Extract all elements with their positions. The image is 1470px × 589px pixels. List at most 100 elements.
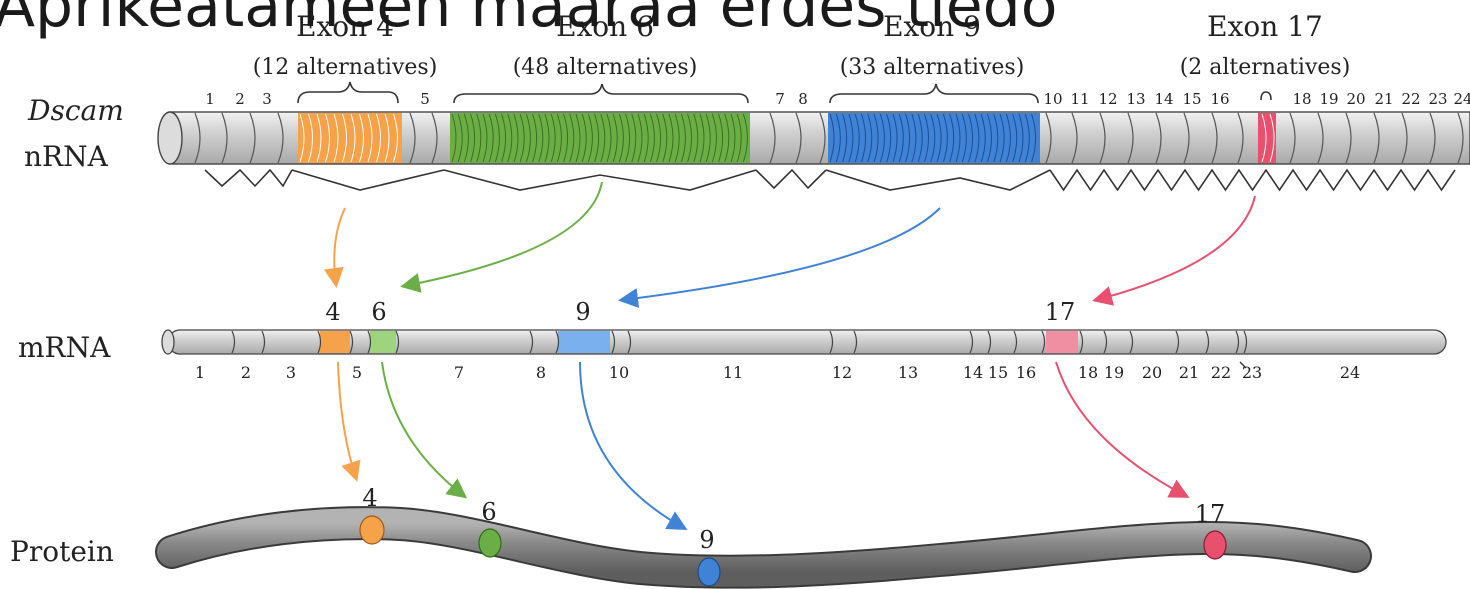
mrna-num-3: 3: [286, 363, 296, 382]
label-mrna: mRNA: [18, 331, 111, 364]
nrna-numbers: 1 2 3 5 7 8 10 11 12 13 14 15 16 18 19 2…: [205, 90, 1470, 108]
nrna-num-7: 7: [775, 90, 785, 108]
mrna-exon4-segment: [320, 331, 350, 353]
mrna-num-7: 7: [454, 363, 464, 382]
nrna-num-23: 23: [1428, 90, 1447, 108]
nrna-exon6-block: [450, 113, 750, 163]
nrna-num-8: 8: [798, 90, 808, 108]
nrna-num-20: 20: [1346, 90, 1365, 108]
mrna-num-16: 16: [1016, 363, 1036, 382]
nrna-num-24: 24: [1453, 90, 1470, 108]
nrna-num-21: 21: [1374, 90, 1393, 108]
arrow-exon6-nrna-to-mrna: [400, 181, 603, 293]
mrna-num-22: 22: [1211, 363, 1231, 382]
mrna-tube: [161, 329, 1447, 355]
protein-domain-17: [1203, 530, 1227, 560]
nrna-num-5: 5: [420, 90, 430, 108]
mrna-top-labels: 4 6 9 17: [325, 298, 1075, 326]
arrow-exon17-nrna-to-mrna: [1092, 195, 1256, 306]
nrna-num-2: 2: [235, 90, 245, 108]
nrna-num-14: 14: [1154, 90, 1173, 108]
mrna-num-18: 18: [1078, 363, 1098, 382]
protein-label-6: 6: [481, 498, 496, 526]
label-protein: Protein: [10, 535, 114, 568]
nrna-exon4-block: [298, 113, 402, 163]
nrna-num-11: 11: [1070, 90, 1089, 108]
mrna-num-21: 21: [1179, 363, 1199, 382]
arrow-exon4-mrna-to-protein: [337, 361, 361, 482]
exon4-title: Exon 4: [296, 10, 394, 43]
exon6-subtitle: (48 alternatives): [513, 55, 698, 80]
splice-exon4-to-6: [291, 169, 445, 191]
nrna-tube: [157, 111, 1470, 165]
nrna-num-3: 3: [262, 90, 272, 108]
protein-label-9: 9: [699, 526, 714, 554]
mrna-num-12: 12: [832, 363, 852, 382]
exon6-title: Exon 6: [556, 10, 654, 43]
mrna-label-9: 9: [575, 298, 590, 326]
mrna-num-24: 24: [1340, 363, 1360, 382]
mrna-num-19: 19: [1104, 363, 1124, 382]
protein-label-17: 17: [1195, 500, 1226, 528]
nrna-exon17-block: [1258, 113, 1276, 163]
nrna-num-18: 18: [1292, 90, 1311, 108]
mrna-num-23: 23: [1242, 363, 1262, 382]
splice-exon6-path: [443, 169, 757, 191]
arrow-exon9-mrna-to-protein: [579, 361, 688, 530]
protein-domain-9: [697, 557, 721, 587]
mrna-exon9-segment: [558, 331, 610, 353]
mrna-num-10: 10: [609, 363, 629, 382]
mrna-exon17-segment: [1046, 331, 1078, 353]
mrna-exon6-segment: [370, 331, 396, 353]
nrna-num-15: 15: [1182, 90, 1201, 108]
protein-labels: 4 6 9 17: [362, 484, 1225, 554]
mrna-num-14: 14: [963, 363, 983, 382]
arrow-exon6-mrna-to-protein: [381, 361, 468, 499]
splice-exon9-path: [825, 169, 1051, 191]
splice-mid: [755, 168, 827, 190]
mrna-label-4: 4: [325, 298, 340, 326]
protein-label-4: 4: [362, 484, 377, 512]
nrna-num-12: 12: [1098, 90, 1117, 108]
label-nrna: nRNA: [24, 140, 109, 173]
nrna-num-1: 1: [205, 90, 215, 108]
brace-exon9: [829, 83, 1039, 104]
nrna-num-10: 10: [1043, 90, 1062, 108]
exon23-pointer: [1239, 361, 1247, 369]
label-dscam: Dscam: [27, 94, 124, 127]
mrna-num-1: 1: [195, 363, 205, 382]
arrows: [323, 181, 1256, 530]
nrna-num-16: 16: [1210, 90, 1229, 108]
protein-domain-6: [478, 528, 502, 558]
mrna-num-5: 5: [352, 363, 362, 382]
mrna-label-6: 6: [371, 298, 386, 326]
exon9-subtitle: (33 alternatives): [840, 55, 1025, 80]
exon17-subtitle: (2 alternatives): [1180, 55, 1351, 80]
exon-headers: Exon 4 (12 alternatives) Exon 6 (48 alte…: [253, 10, 1351, 80]
nrna-num-13: 13: [1126, 90, 1145, 108]
nrna-num-22: 22: [1401, 90, 1420, 108]
mrna-num-15: 15: [988, 363, 1008, 382]
mrna-num-20: 20: [1142, 363, 1162, 382]
mrna-bottom-numbers: 1 2 3 5 7 8 10 11 12 13 14 15 16 18 19 2…: [195, 363, 1360, 382]
splice-zig-left: [204, 168, 293, 188]
mrna-num-2: 2: [241, 363, 251, 382]
mrna-num-8: 8: [536, 363, 546, 382]
mrna-num-11: 11: [723, 363, 743, 382]
splicing-lines: [204, 168, 1456, 192]
brace-exon17: [1260, 91, 1272, 101]
overlay-caption: Aprikeatameen maaraa erdes tiedo: [0, 0, 1057, 41]
mrna-num-13: 13: [898, 363, 918, 382]
protein-chain: [155, 506, 1372, 589]
exon9-title: Exon 9: [883, 10, 981, 43]
arrow-exon9-nrna-to-mrna: [618, 207, 941, 308]
nrna-num-19: 19: [1319, 90, 1338, 108]
exon4-subtitle: (12 alternatives): [253, 55, 438, 80]
arrow-exon17-mrna-to-protein: [1055, 361, 1190, 498]
protein-domain-4: [359, 515, 385, 545]
brace-exon4: [297, 81, 399, 104]
protein-body: [157, 508, 1370, 587]
brace-exon6: [453, 83, 749, 104]
exon17-title: Exon 17: [1207, 10, 1323, 43]
